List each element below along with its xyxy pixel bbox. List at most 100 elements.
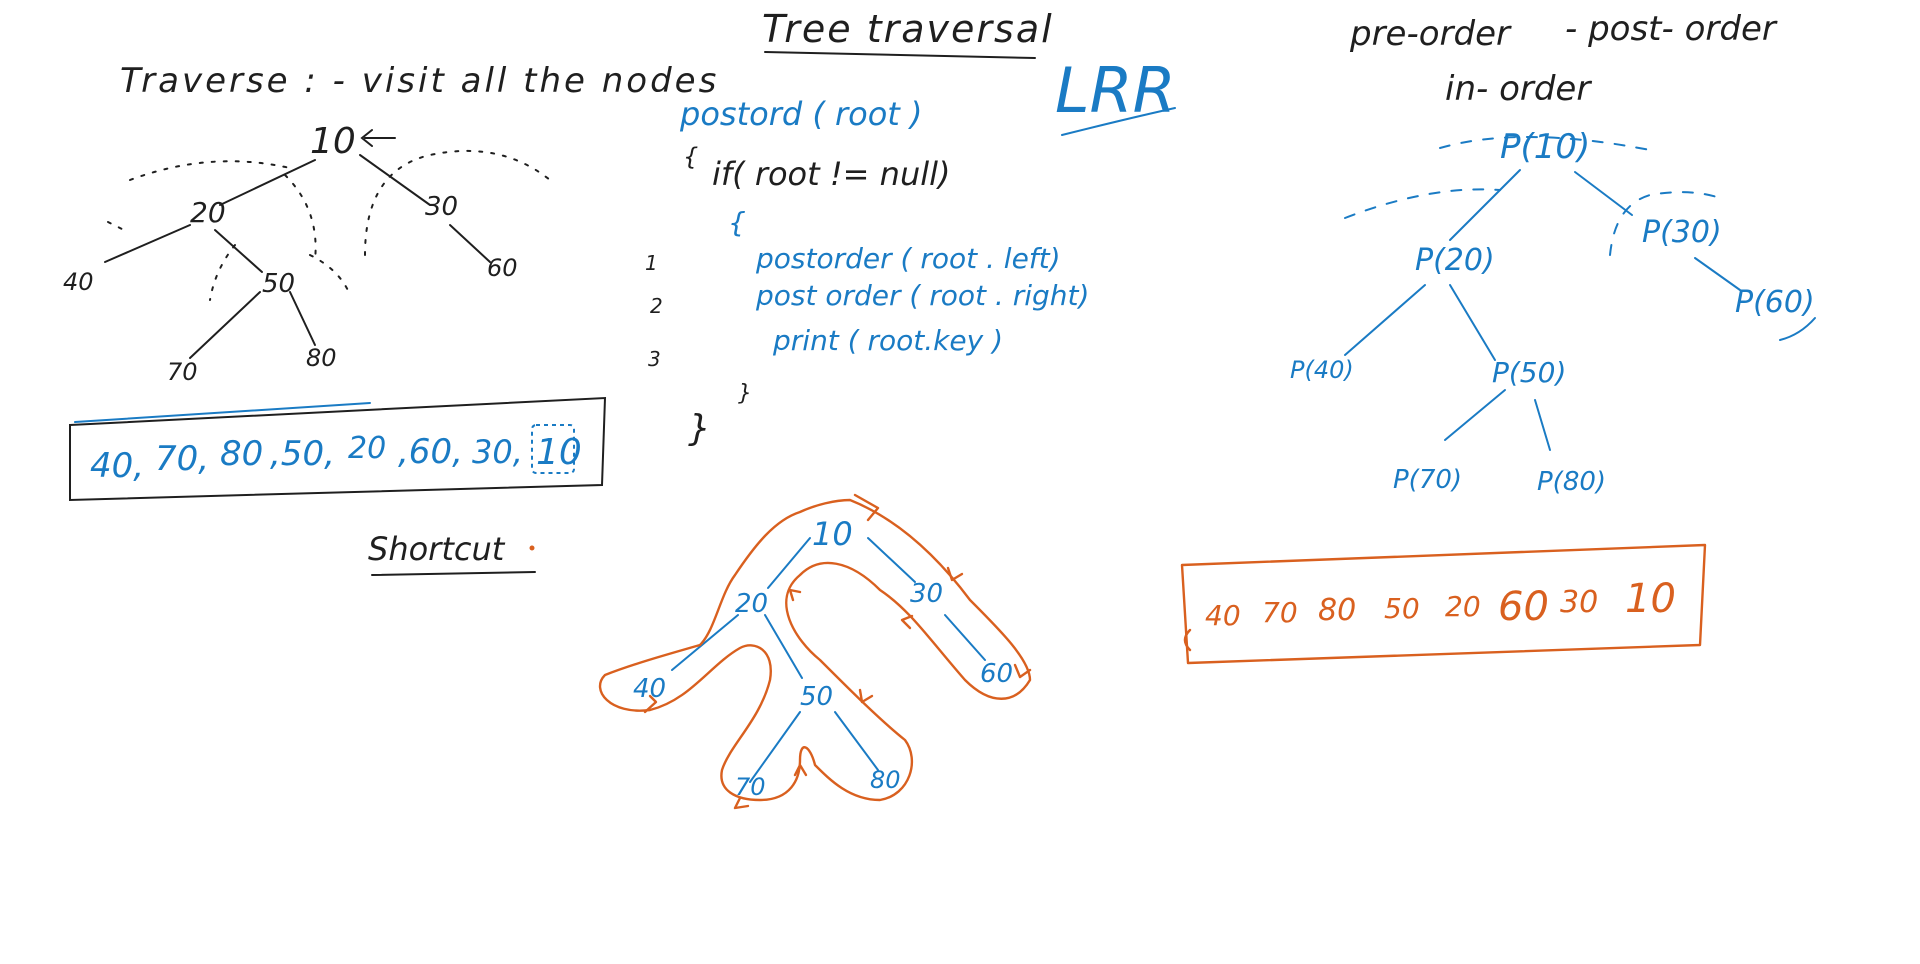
left-result-underline <box>74 402 371 423</box>
edge-10-30 <box>867 537 916 583</box>
postorder-code: postord ( root ) { if( root != null) { p… <box>679 95 1089 449</box>
traversal-arrow <box>1013 663 1032 679</box>
left-result-item: ,60, <box>398 432 463 472</box>
node-10: 10 <box>812 515 853 553</box>
node-50: 50 <box>262 269 295 299</box>
node-50: 50 <box>800 682 833 712</box>
edge-50-80 <box>834 711 879 771</box>
shortcut-underline <box>371 571 536 576</box>
lrr-label: LRR <box>1055 54 1176 127</box>
edge-30-60 <box>944 614 986 661</box>
right-result-mark <box>1183 628 1192 652</box>
node-p60: P(60) <box>1735 285 1815 320</box>
right-result-item: 40 <box>1205 599 1241 632</box>
middle-section: Tree traversal LRR postord ( root ) { if… <box>598 7 1176 810</box>
node-p10: P(10) <box>1500 127 1590 167</box>
edge-p20-p50 <box>1449 284 1496 361</box>
edge-p10-p30 <box>1574 171 1633 216</box>
node-30: 30 <box>910 579 943 609</box>
edge-20-50 <box>764 614 803 679</box>
order-label-post: - post- order <box>1565 9 1778 49</box>
edge-50-80 <box>289 291 316 346</box>
dotted-arc-1 <box>1344 188 1501 219</box>
dotted-arc-2 <box>284 174 317 261</box>
code-line: if( root != null) <box>712 155 950 193</box>
arrow-pointer <box>360 129 396 147</box>
line-number: 3 <box>648 347 661 371</box>
traversal-arrow <box>643 694 658 714</box>
order-label-in: in- order <box>1445 69 1592 109</box>
lrr-underline <box>1061 107 1176 136</box>
node-p70: P(70) <box>1393 465 1462 495</box>
node-40: 40 <box>63 268 94 296</box>
node-p50: P(50) <box>1492 356 1566 389</box>
left-result-item: 40, <box>90 446 144 486</box>
edge-p10-p20 <box>1449 169 1521 241</box>
node-p40: P(40) <box>1290 356 1354 384</box>
highlight-root-box <box>531 424 575 474</box>
traversal-arrow <box>900 614 914 630</box>
right-result-item: 10 <box>1625 576 1676 622</box>
edge-20-40 <box>671 614 739 671</box>
right-result-item: 30 <box>1560 585 1598 620</box>
edge-10-30 <box>359 154 431 206</box>
node-20: 20 <box>735 589 768 619</box>
p60-tail <box>1779 317 1816 341</box>
right-result-item: 20 <box>1445 590 1481 623</box>
dotted-arc-4 <box>209 244 236 301</box>
traversal-arrow <box>788 588 802 602</box>
node-60: 60 <box>980 659 1013 689</box>
right-result-values: 40 70 80 50 20 60 30 10 <box>1205 576 1676 632</box>
edge-20-40 <box>104 224 191 263</box>
left-result-item: 30, <box>472 433 523 471</box>
code-line: postord ( root ) <box>679 95 923 133</box>
left-result-box <box>69 396 607 502</box>
right-result-item: 60 <box>1498 584 1549 630</box>
code-line: { <box>728 206 746 239</box>
node-80: 80 <box>870 766 901 794</box>
right-result-item: 70 <box>1262 596 1298 629</box>
right-result-item: 50 <box>1384 592 1420 625</box>
traversal-arrow <box>793 763 808 777</box>
code-line: print ( root.key ) <box>772 324 1003 357</box>
node-p30: P(30) <box>1642 215 1722 250</box>
node-40: 40 <box>633 674 666 704</box>
right-section: pre-order - post- order in- order P(10) … <box>1180 9 1816 665</box>
edge-p20-p40 <box>1344 284 1426 356</box>
title-underline <box>764 51 1036 59</box>
left-result-item: 80 <box>220 434 263 474</box>
node-70: 70 <box>167 358 198 386</box>
left-result-item: ,50, <box>270 434 335 474</box>
edge-50-70 <box>189 291 261 359</box>
dotted-arc-2 <box>1439 135 1651 151</box>
left-result-item: 70, <box>155 439 209 479</box>
line-number: 2 <box>650 294 663 318</box>
traversal-arrow <box>858 688 874 704</box>
edge-20-50 <box>214 229 263 273</box>
order-label-pre: pre-order <box>1349 14 1512 54</box>
edge-30-60 <box>449 224 491 263</box>
right-result-box <box>1180 543 1707 665</box>
traversal-arrow <box>946 566 964 582</box>
shortcut-dot <box>529 545 535 551</box>
traversal-outline <box>598 498 1032 802</box>
left-result-values: 40, 70, 80 ,50, 20 ,60, 30, 10 <box>90 431 582 486</box>
code-line: } <box>738 381 752 406</box>
dotted-arc-3 <box>1609 191 1721 256</box>
edge-50-70 <box>749 711 801 783</box>
node-80: 80 <box>306 344 337 372</box>
code-line: post order ( root . right) <box>755 279 1089 312</box>
left-result-item: 20 <box>348 431 386 466</box>
dotted-arc-5 <box>107 221 129 233</box>
left-result-item: 10 <box>536 432 582 473</box>
node-p80: P(80) <box>1537 467 1606 497</box>
node-30: 30 <box>425 192 458 222</box>
code-line: { <box>683 143 698 171</box>
dotted-arc-3 <box>364 149 551 256</box>
node-p20: P(20) <box>1415 243 1495 278</box>
right-result-item: 80 <box>1318 593 1356 628</box>
node-20: 20 <box>190 196 226 229</box>
dotted-arc-1 <box>129 160 291 181</box>
traversal-arrow <box>853 493 880 522</box>
